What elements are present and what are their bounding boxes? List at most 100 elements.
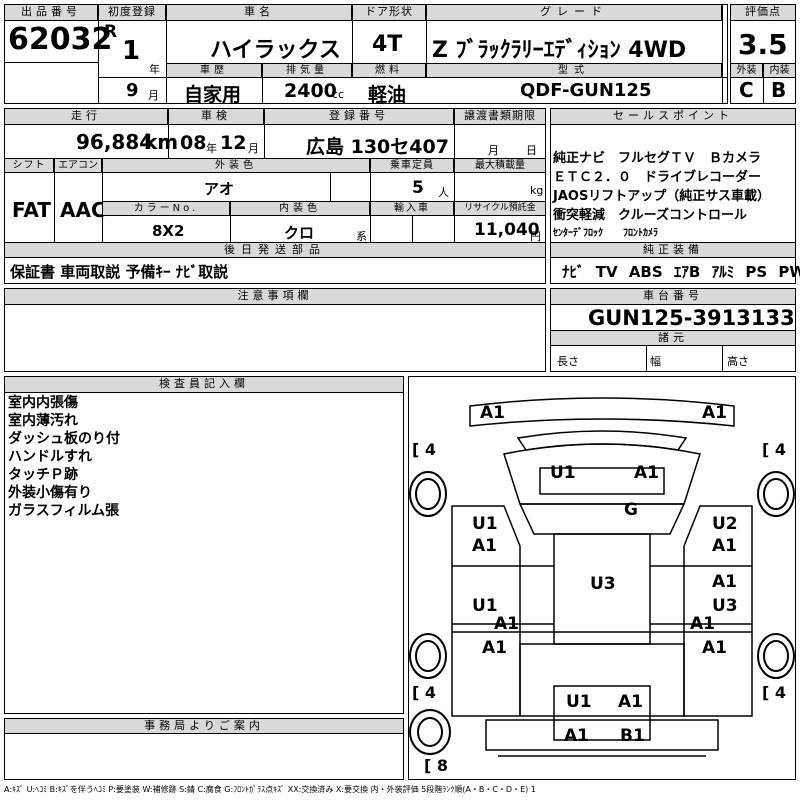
max-load-label: 最大積載量: [454, 158, 546, 173]
tire-front-left: [ 4: [412, 440, 437, 459]
km-unit: km: [144, 130, 179, 154]
height-label: 高さ: [727, 355, 749, 368]
grade-label: グレード: [426, 4, 722, 21]
ext-color: アオ: [204, 180, 235, 198]
genuine-equipment: ﾅﾋﾞ TV ABS ｴｱB ｱﾙﾐ PS PW: [562, 261, 800, 282]
color-no: 8X2: [152, 222, 185, 240]
inspector-note-5: タッチＰ跡: [8, 467, 78, 483]
reg-no: 広島 130セ407: [306, 136, 449, 158]
capacity-label: 乗車定員: [370, 158, 454, 173]
parts: 保証書 車両取説 予備ｷｰ ﾅﾋﾞ取説: [10, 263, 229, 281]
damage-front-fender-left-u: U1: [472, 514, 498, 534]
grade: Z ﾌﾞﾗｯｸﾗﾘｰｴﾃﾞｨｼｮﾝ 4WD: [432, 38, 687, 63]
damage-bed-a: A1: [618, 692, 643, 712]
inspector-note-4: ハンドルすれ: [8, 449, 92, 465]
year-unit: 年: [149, 63, 160, 76]
interior-label: 内装: [763, 63, 796, 78]
sales-point-3: JAOSリフトアップ（純正サス車載）: [553, 189, 771, 204]
shift-label: シフト: [4, 158, 54, 173]
displacement-label: 排気量: [262, 63, 352, 78]
inspector-label: 検査員記入欄: [4, 376, 404, 393]
yen-unit: 円: [530, 230, 541, 243]
ext-color-label: 外装色: [102, 158, 370, 173]
width-label: 幅: [650, 355, 661, 368]
specs-label: 諸元: [550, 330, 796, 346]
docs-day-unit: 日: [526, 144, 537, 157]
damage-step-right: A1: [690, 614, 715, 634]
tire-front-right: [ 4: [762, 440, 787, 459]
sales-point-5: ｾﾝﾀｰﾃﾞﾌﾛｯｸ ﾌﾛﾝﾄｶﾒﾗ: [553, 228, 658, 239]
model-code-label: 型式: [426, 63, 722, 78]
int-color: クロ: [284, 224, 315, 242]
door-type: 4T: [372, 32, 403, 57]
inspector-note-7: ガラスフィルム張: [8, 503, 120, 519]
damage-rear-b: B1: [620, 726, 645, 746]
genuine-airbag: ｴｱB: [673, 263, 701, 281]
damage-legend: A:ｷｽﾞ U:ﾍｺﾐ B:ｷｽﾞを伴うﾍｺﾐ P:要塗装 W:補修跡 S:錆 …: [4, 785, 536, 794]
inspector-note-2: 室内薄汚れ: [8, 413, 78, 429]
fuel-label: 燃料: [352, 63, 426, 78]
reg-no-label: 登録番号: [264, 108, 454, 125]
chassis-no: GUN125-3913133: [588, 306, 795, 330]
history: 自家用: [184, 84, 242, 106]
genuine-label: 純正装備: [550, 242, 796, 258]
damage-front-fender-right-a: A1: [712, 536, 737, 556]
aircon-label: エアコン: [54, 158, 102, 173]
lot-no: 62032: [8, 22, 113, 57]
damage-rear-a: A1: [564, 726, 589, 746]
transfer-docs-label: 譲渡書類期限: [454, 108, 546, 125]
chassis-label: 車台番号: [550, 288, 796, 305]
damage-rear-fender-right: A1: [702, 638, 727, 658]
tire-rear-left: [ 4: [412, 683, 437, 702]
damage-rear-fender-left: A1: [482, 638, 507, 658]
car-name: ハイラックス: [210, 38, 341, 63]
month-unit: 月: [148, 89, 159, 102]
genuine-tv: TV: [595, 263, 618, 281]
displacement: 2400: [284, 80, 337, 102]
damage-front-right: A1: [702, 403, 727, 423]
color-no-label: カラーNo.: [102, 201, 230, 216]
damage-front-fender-left-a: A1: [472, 536, 497, 556]
interior-grade: B: [771, 78, 787, 102]
fuel: 軽油: [368, 84, 407, 106]
exterior-label: 外装: [730, 63, 763, 78]
damage-bed-u: U1: [566, 692, 592, 712]
door-label: ドア形状: [352, 4, 426, 21]
sales-point-2: ＥＴＣ２．０ ドライブレコーダー: [553, 170, 762, 185]
exterior-grade: C: [739, 78, 754, 102]
sales-point-1: 純正ナビ フルセグＴＶ Ｂカメラ: [553, 151, 762, 166]
era-mark: R: [104, 22, 118, 42]
mileage-label: 走行: [4, 108, 168, 125]
first-reg-label: 初度登録: [98, 4, 166, 21]
genuine-abs: ABS: [628, 263, 663, 281]
aircon: AAC: [60, 198, 106, 222]
kg-unit: kg: [530, 184, 544, 197]
score: 3.5: [738, 28, 788, 61]
score-label: 評価点: [730, 4, 796, 21]
tire-rear-right: [ 4: [762, 683, 787, 702]
car-name-label: 車名: [166, 4, 352, 21]
genuine-navi: ﾅﾋﾞ: [562, 263, 585, 281]
damage-rear-door-left-u: U1: [472, 596, 498, 616]
int-color-label: 内装色: [230, 201, 370, 216]
damage-step-left: A1: [494, 614, 519, 634]
mileage: 96,884: [76, 130, 154, 154]
genuine-pw: PW: [778, 263, 800, 281]
history-label: 車歴: [166, 63, 262, 78]
recycle-label: リサイクル預託金: [454, 201, 546, 216]
damage-rear-door-right-a: A1: [712, 572, 737, 592]
length-label: 長さ: [557, 355, 579, 368]
cc-unit: cc: [332, 88, 345, 101]
damage-roof: U3: [590, 574, 616, 594]
series-unit: 系: [356, 230, 367, 243]
damage-front-left: A1: [480, 403, 505, 423]
recycle: 11,040: [474, 220, 540, 240]
damage-hood-u: U1: [550, 463, 576, 483]
insp-month: 12: [220, 132, 247, 154]
reg-year: 1: [122, 36, 141, 66]
insp-month-unit: 月: [248, 142, 259, 155]
inspector-note-3: ダッシュ板のり付: [8, 431, 120, 447]
sales-point-4: 衝突軽減 クルーズコントロール: [553, 208, 747, 223]
parts-label: 後日発送部品: [4, 242, 546, 258]
reg-month: 9: [126, 80, 139, 101]
